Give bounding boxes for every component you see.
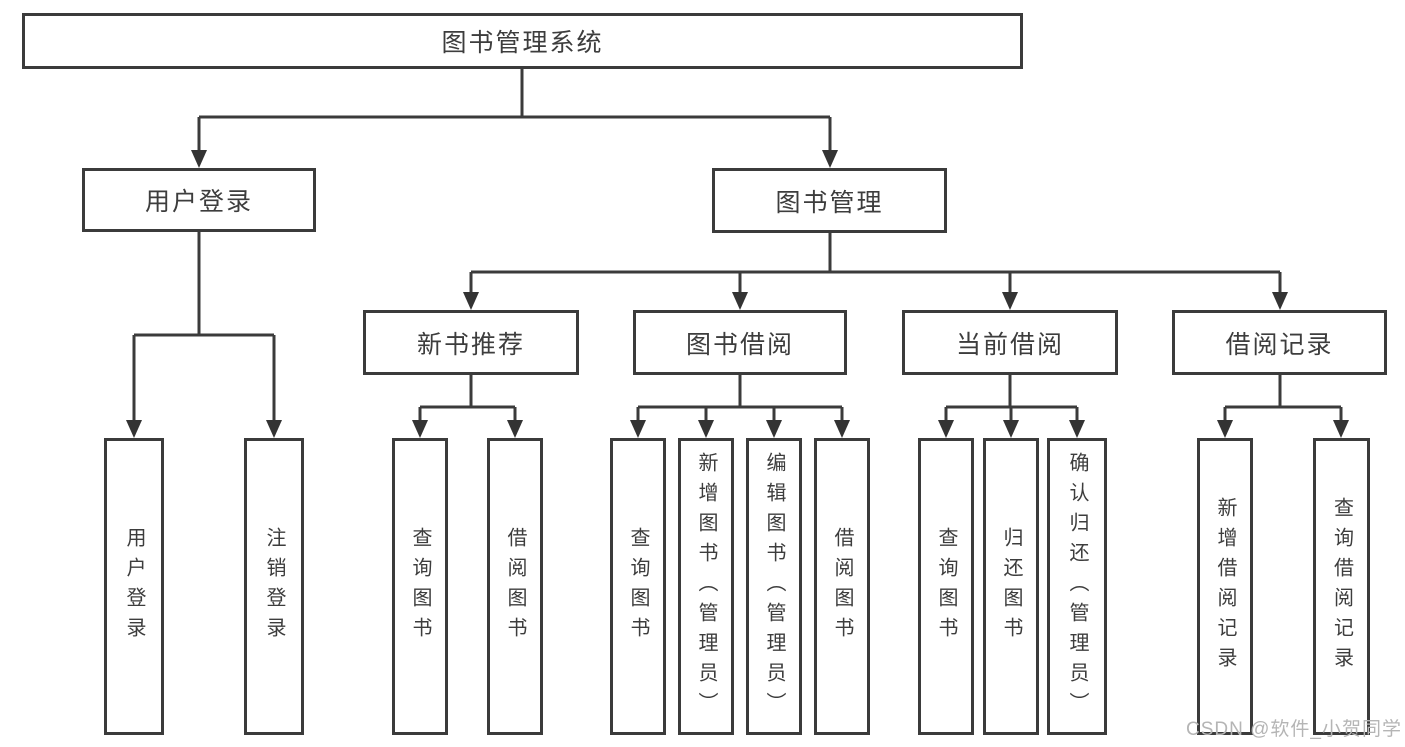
node-borrow-records: 借阅记录 xyxy=(1172,310,1387,375)
node-book-borrow: 图书借阅 xyxy=(633,310,847,375)
leaf-logout: 注销登录 xyxy=(244,438,304,735)
leaf-records-add: 新增借阅记录 xyxy=(1197,438,1253,735)
leaf-current-confirm-return: 确认归还（管理员） xyxy=(1047,438,1107,735)
leaf-current-confirm-return-label: 确认归还（管理员） xyxy=(1066,451,1088,722)
leaf-newbooks-borrow-label: 借阅图书 xyxy=(504,526,526,647)
leaf-current-return-label: 归还图书 xyxy=(1000,526,1022,647)
leaf-current-return: 归还图书 xyxy=(983,438,1039,735)
leaf-borrow-edit: 编辑图书（管理员） xyxy=(746,438,802,735)
leaf-borrow-query: 查询图书 xyxy=(610,438,666,735)
node-current-borrow: 当前借阅 xyxy=(902,310,1118,375)
leaf-borrow-query-label: 查询图书 xyxy=(627,526,649,647)
leaf-newbooks-query: 查询图书 xyxy=(392,438,448,735)
leaf-user-login: 用户登录 xyxy=(104,438,164,735)
leaf-borrow-add: 新增图书（管理员） xyxy=(678,438,734,735)
leaf-borrow-borrow: 借阅图书 xyxy=(814,438,870,735)
node-root: 图书管理系统 xyxy=(22,13,1023,69)
leaf-records-query-label: 查询借阅记录 xyxy=(1330,496,1353,677)
leaf-current-query: 查询图书 xyxy=(918,438,974,735)
node-new-books: 新书推荐 xyxy=(363,310,579,375)
watermark-text: CSDN @软件_小贺同学 xyxy=(1186,719,1402,740)
leaf-logout-label: 注销登录 xyxy=(263,526,285,647)
leaf-newbooks-borrow: 借阅图书 xyxy=(487,438,543,735)
leaf-borrow-borrow-label: 借阅图书 xyxy=(831,526,853,647)
node-book-management: 图书管理 xyxy=(712,168,947,233)
leaf-borrow-add-label: 新增图书（管理员） xyxy=(695,451,717,722)
leaf-records-query: 查询借阅记录 xyxy=(1313,438,1370,735)
leaf-newbooks-query-label: 查询图书 xyxy=(409,526,431,647)
node-user-login: 用户登录 xyxy=(82,168,316,232)
leaf-borrow-edit-label: 编辑图书（管理员） xyxy=(763,451,785,722)
leaf-current-query-label: 查询图书 xyxy=(935,526,957,647)
leaf-records-add-label: 新增借阅记录 xyxy=(1214,496,1236,677)
leaf-user-login-label: 用户登录 xyxy=(123,526,145,647)
